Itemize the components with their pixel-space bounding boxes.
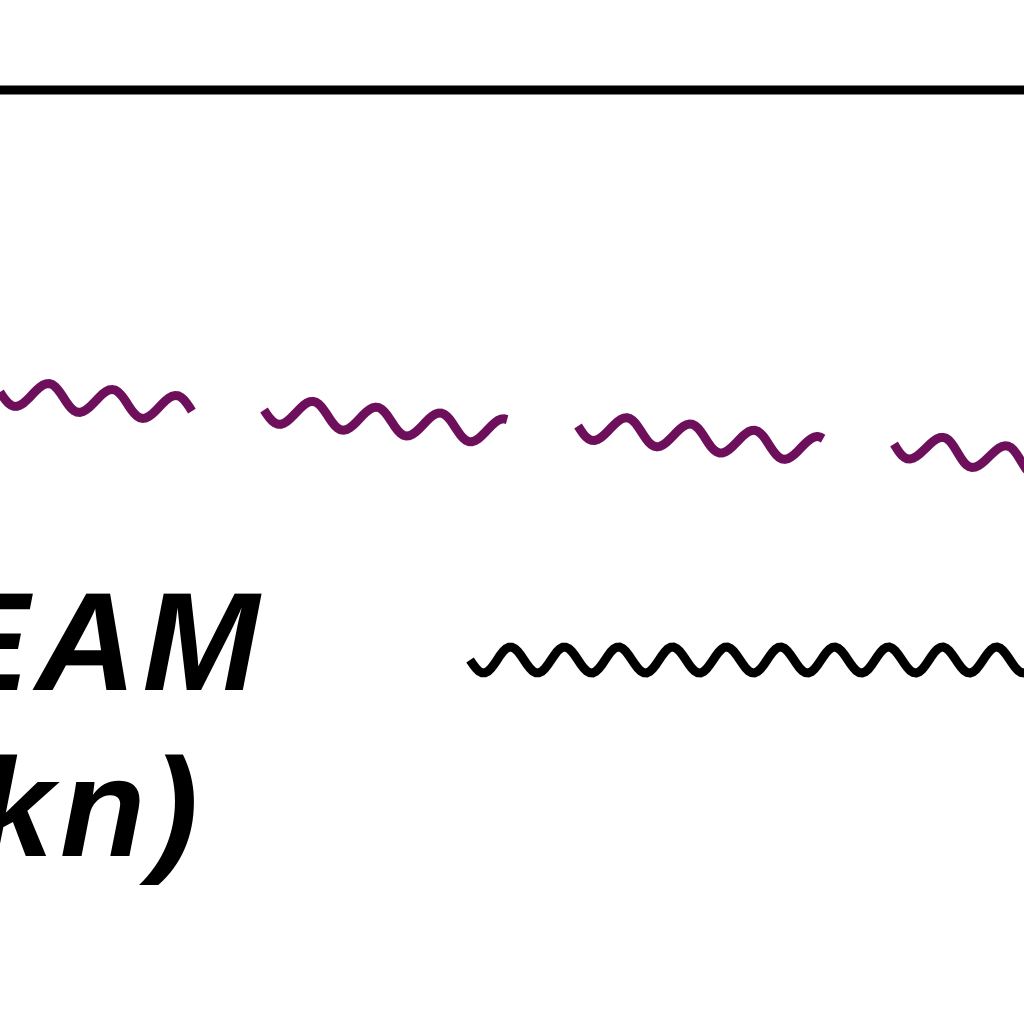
legend-label-line-1: EAM (0, 563, 266, 720)
dashed-wavy-segment (574, 413, 826, 464)
legend-label-line-2: kn) (0, 729, 204, 886)
dashed-wavy-segment (890, 432, 1024, 474)
dashed-wavy-line-symbol (0, 379, 1024, 474)
wavy-line-symbol (466, 642, 1024, 678)
dashed-wavy-segment (260, 396, 509, 447)
dashed-wavy-segment (0, 379, 196, 423)
wavy-line-path (466, 642, 1024, 678)
